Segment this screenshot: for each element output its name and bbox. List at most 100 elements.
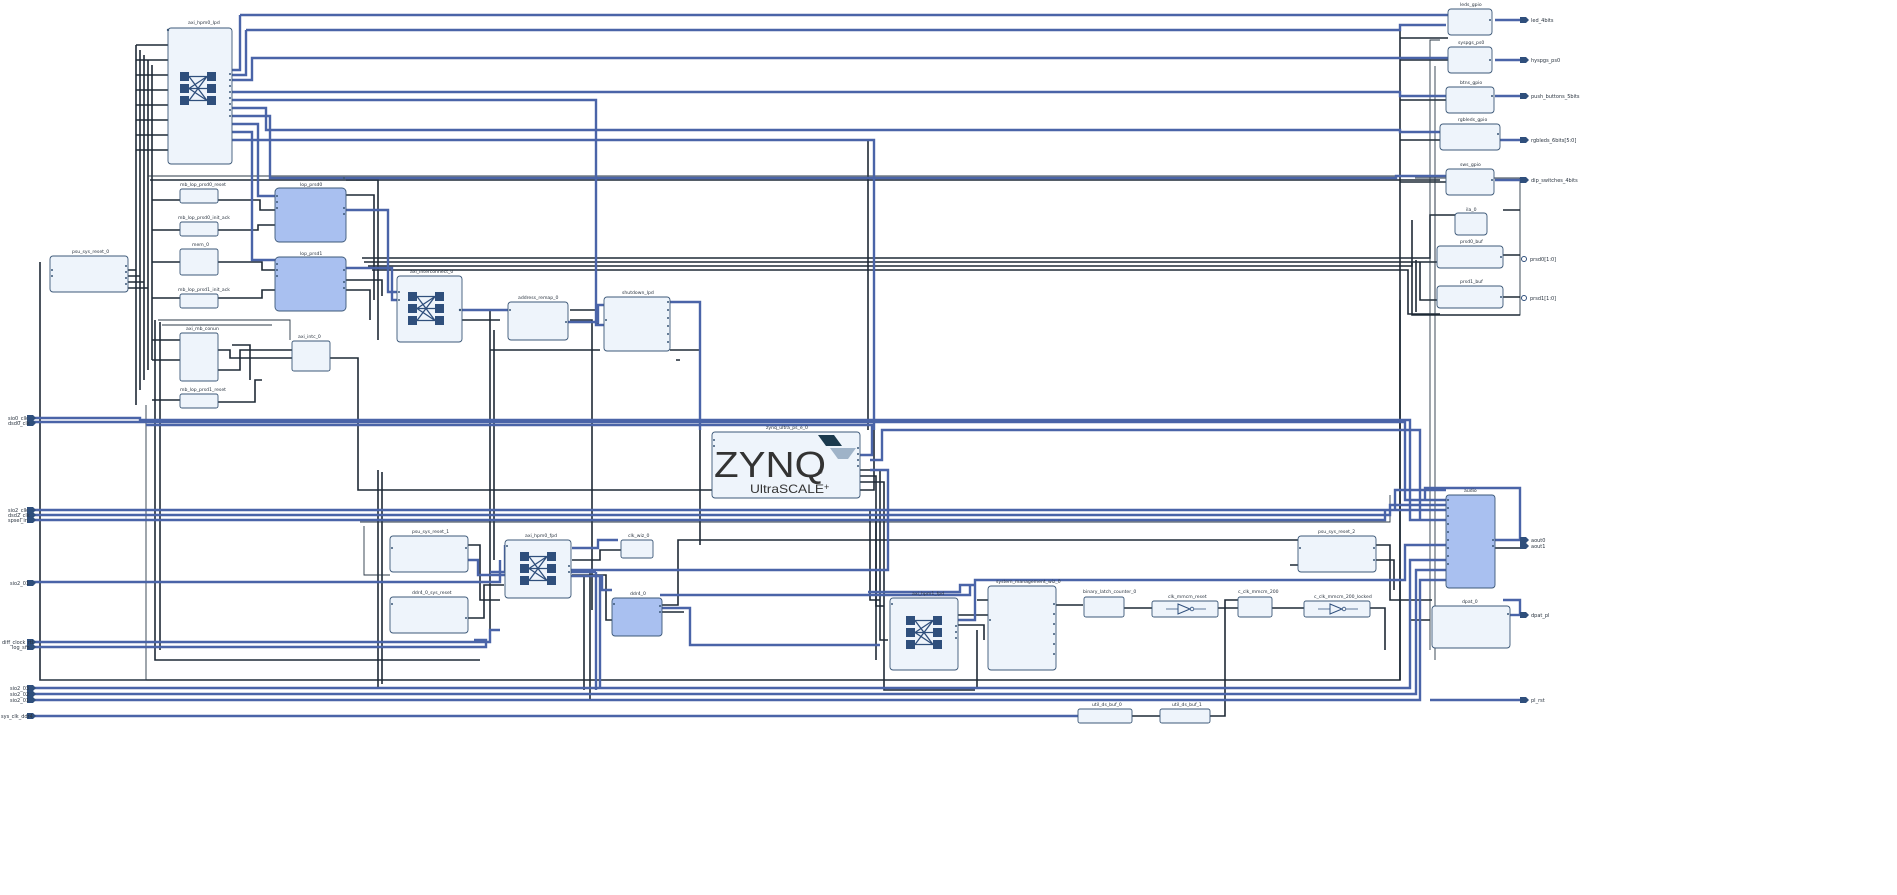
port-log-sm[interactable]: log_sm <box>12 644 36 651</box>
block-axi-interconnect-0[interactable]: axi_interconnect_0 <box>397 269 462 342</box>
block-prsd1-buf[interactable]: prsd1_buf <box>1437 279 1503 308</box>
block-clk-mmcm-reset[interactable]: clk_mmcm_reset <box>1152 594 1218 617</box>
port-dip-switches-4bits[interactable]: dip_switches_4bits <box>1520 177 1578 184</box>
block-label: psu_sys_reset_1 <box>412 529 449 535</box>
block-label: sws_gpio <box>1460 162 1481 168</box>
port-push-buttons-5bits[interactable]: push_buttons_5bits <box>1520 93 1580 100</box>
block-mb-lop-prsd0-init-ack[interactable]: mb_lop_prsd0_init_ack <box>178 215 230 236</box>
block-label: c_clk_mmcm_200 <box>1238 589 1279 595</box>
port-sys-clk-ddr4[interactable]: sys_clk_ddr4 <box>1 713 36 720</box>
block-zynq-ultra-ps-e-0[interactable]: zynq_ultra_ps_e_0 ZYNQ ® UltraSCALE + <box>712 425 860 498</box>
block-util-ds-buf-0[interactable]: util_ds_buf_0 <box>1078 702 1132 723</box>
block-label: rgbleds_gpio <box>1458 117 1487 123</box>
zynq-plus-text: + <box>824 482 829 492</box>
block-axi-hpm1-fpd[interactable]: axi_hpm1_fpd <box>890 591 958 670</box>
block-rgbleds-gpio[interactable]: rgbleds_gpio <box>1440 117 1500 150</box>
port-arrow-icon <box>1520 137 1529 143</box>
block-pins <box>51 19 1509 655</box>
block-clk-wiz-0[interactable]: clk_wiz_0 <box>621 533 653 558</box>
block-label: shutdown_lpd <box>622 290 654 296</box>
port-label: aout1 <box>1531 544 1545 550</box>
port-arrow-icon <box>1520 177 1529 183</box>
port-spsel-in[interactable]: spsel_in <box>8 517 36 524</box>
block-system-management-wiz-0[interactable]: system_management_wiz_0 <box>988 579 1061 670</box>
block-audio[interactable]: audio <box>1446 488 1495 588</box>
block-mb-lop-prsd1-reset[interactable]: mb_lop_prsd1_reset <box>180 387 226 408</box>
port-prsd1[interactable]: prsd1[1:0] <box>1522 296 1557 303</box>
block-label: mb_lop_prsd0_init_ack <box>178 215 230 221</box>
block-syspgs-ps0[interactable]: syspgs_ps0 <box>1448 40 1492 73</box>
block-psu-sys-reset-2[interactable]: psu_sys_reset_2 <box>1298 529 1376 572</box>
port-rgbleds-6bits[interactable]: rgbleds_6bits[5:0] <box>1520 137 1576 144</box>
block-sws-gpio[interactable]: sws_gpio <box>1446 162 1494 195</box>
block-label: util_ds_buf_1 <box>1172 702 1202 708</box>
left-ports: sio0_clk dsd0_clk sio2_clk dsd2_clk spse… <box>1 415 36 720</box>
block-label: psu_sys_reset_2 <box>1318 529 1355 535</box>
port-hyspgs-ps0[interactable]: hyspgs_ps0 <box>1520 57 1560 64</box>
port-dsd0-clk[interactable]: dsd0_clk <box>8 420 36 427</box>
block-binary-latch-counter-0[interactable]: binary_latch_counter_0 <box>1083 589 1136 617</box>
block-label: axi_hpm0_fpd <box>525 533 557 539</box>
port-label: dsd0_clk <box>8 421 30 427</box>
block-leds-gpio[interactable]: leds_gpio <box>1448 2 1492 35</box>
crossbar-icon <box>180 72 216 105</box>
block-label: axi_hpm0_lpd <box>188 20 220 26</box>
block-c-clk-mmcm-200-locked[interactable]: c_clk_mmcm_200_locked <box>1304 594 1372 617</box>
block-label: mb_lop_prsd1_init_ack <box>178 287 230 293</box>
block-ddr4-0-sys-reset[interactable]: ddr4_0_sys_reset <box>390 590 468 633</box>
port-prsd0[interactable]: prsd0[1:0] <box>1522 257 1557 264</box>
block-axi-hpm0-lpd[interactable]: axi_hpm0_lpd <box>168 20 232 164</box>
block-btns-gpio[interactable]: btns_gpio <box>1446 80 1494 113</box>
port-label: prsd0[1:0] <box>1530 257 1556 263</box>
block-dpat-0[interactable]: dpat_0 <box>1432 599 1510 648</box>
block-address-remap-0[interactable]: address_remap_0 <box>508 295 568 340</box>
port-arrow-icon <box>1520 93 1529 99</box>
block-axi-hpm0-fpd[interactable]: axi_hpm0_fpd <box>505 533 571 598</box>
block-psu-sys-reset-0[interactable]: psu_sys_reset_0 <box>50 249 128 292</box>
port-label: pl_rst <box>1531 698 1545 704</box>
block-label: axi_hpm1_fpd <box>912 591 944 597</box>
port-arrow-icon <box>1520 17 1529 23</box>
crossbar-icon <box>408 292 444 325</box>
block-c-clk-mmcm-200[interactable]: c_clk_mmcm_200 <box>1238 589 1279 617</box>
block-label: clk_mmcm_reset <box>1168 594 1207 600</box>
port-label: prsd1[1:0] <box>1530 296 1556 302</box>
block-label: system_management_wiz_0 <box>996 579 1061 585</box>
crossbar-icon <box>906 616 942 649</box>
block-label: axi_mb_conun <box>186 326 219 332</box>
block-label: prsd1_buf <box>1460 279 1483 285</box>
block-ddr4-0[interactable]: ddr4_0 <box>612 591 662 636</box>
port-sio2-01[interactable]: sio2_01 <box>10 580 36 587</box>
port-led-4bits[interactable]: led_4bits <box>1520 17 1554 24</box>
net-wires <box>30 15 1520 716</box>
block-label: clk_wiz_0 <box>628 533 650 539</box>
block-util-ds-buf-1[interactable]: util_ds_buf_1 <box>1160 702 1210 723</box>
port-aout0[interactable]: aout0 <box>1520 537 1545 544</box>
port-sio2-03[interactable]: sio2_03 <box>10 685 36 692</box>
port-sio2-01-b[interactable]: sio2_01 <box>10 697 36 704</box>
block-label: ddr4_0_sys_reset <box>412 590 452 596</box>
block-prsd0-buf[interactable]: prsd0_buf <box>1437 239 1503 268</box>
block-psu-sys-reset-1[interactable]: psu_sys_reset_1 <box>390 529 468 572</box>
port-label: hyspgs_ps0 <box>1531 58 1560 64</box>
port-pl-rst[interactable]: pl_rst <box>1520 697 1545 704</box>
block-label: prsd0_buf <box>1460 239 1483 245</box>
port-sio2-02[interactable]: sio2_02 <box>10 691 36 698</box>
port-bidir-icon <box>1522 296 1527 301</box>
block-axi-mb-conun[interactable]: axi_mb_conun <box>180 326 219 381</box>
block-lop-prsd1[interactable]: lop_prsd1 <box>275 251 346 311</box>
block-axi-intc-0[interactable]: axi_intc_0 <box>292 334 330 371</box>
port-aout1[interactable]: aout1 <box>1520 543 1545 550</box>
zynq-registered-mark: ® <box>818 469 823 476</box>
port-label: sio2_01 <box>10 581 29 587</box>
port-label: dip_switches_4bits <box>1531 178 1578 184</box>
block-mem-0[interactable]: mem_0 <box>180 242 218 275</box>
block-ila-0[interactable]: ila_0 <box>1455 207 1487 235</box>
block-shutdown-lpd[interactable]: shutdown_lpd <box>604 290 670 351</box>
block-lop-prsd0[interactable]: lop_prsd0 <box>275 182 346 242</box>
block-label: psu_sys_reset_0 <box>72 249 109 255</box>
port-dpat-pl[interactable]: dpat_pl <box>1520 612 1549 619</box>
block-label: axi_intc_0 <box>298 334 321 340</box>
block-label: axi_interconnect_0 <box>410 269 453 275</box>
